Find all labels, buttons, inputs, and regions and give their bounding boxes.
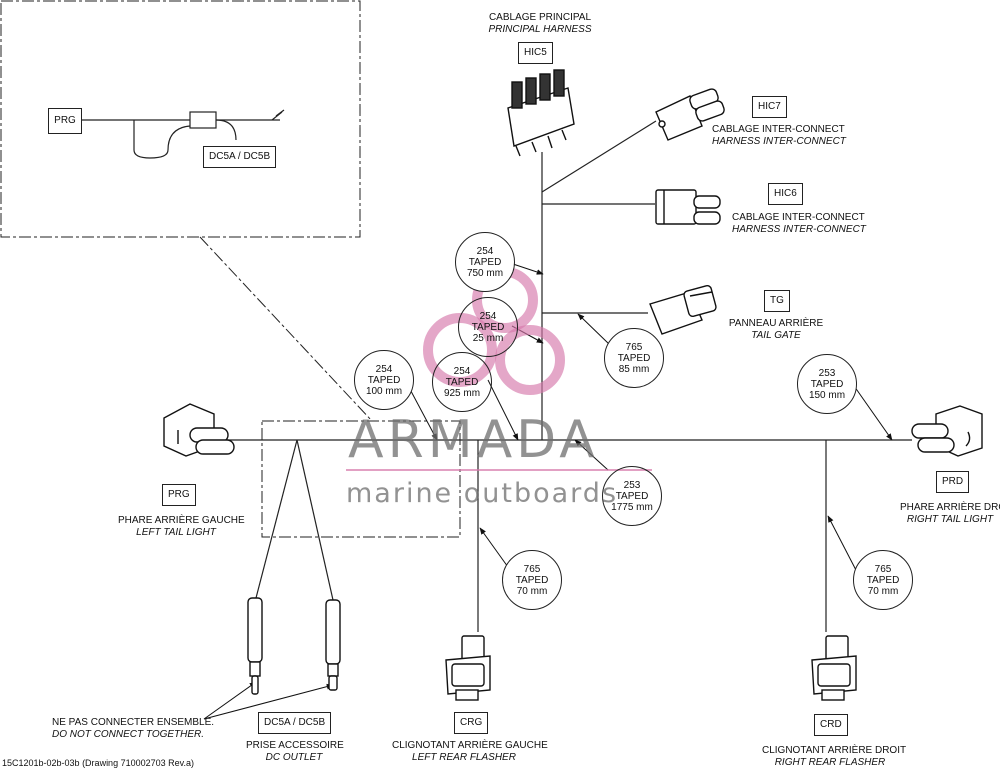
- watermark-brand: ARMADA: [348, 410, 599, 470]
- prg-connector-icon: [163, 403, 235, 457]
- hic6-connector-icon: [655, 189, 721, 225]
- inset-prg-label: PRG: [48, 108, 82, 134]
- hic6-code: HIC6: [768, 183, 803, 205]
- hic7-code: HIC7: [752, 96, 787, 118]
- watermark-tagline: marine outboards: [346, 478, 619, 509]
- tg-connector-icon: [649, 285, 717, 335]
- hic5-code: HIC5: [518, 42, 553, 64]
- crg-code: CRG: [454, 712, 489, 734]
- prd-connector-icon: [911, 405, 983, 457]
- outlet-area-frame: [261, 420, 461, 538]
- prd-code: PRD: [936, 471, 970, 493]
- inset-outlet-label: DC5A / DC5B: [203, 146, 277, 168]
- crg-connector-icon: [445, 635, 491, 701]
- crd-connector-icon: [811, 635, 857, 701]
- dc-code: DC5A / DC5B: [258, 712, 332, 734]
- drawing-code: 15C1201b-02b-03b (Drawing 710002703 Rev.…: [2, 758, 194, 768]
- do-not-connect-note: NE PAS CONNECTER ENSEMBLE.DO NOT CONNECT…: [52, 717, 215, 740]
- crd-code: CRD: [814, 714, 848, 736]
- prg-code: PRG: [162, 484, 196, 506]
- hic7-connector-icon: [655, 88, 725, 141]
- dc-outlet-tubes-icon: [247, 597, 341, 695]
- hic5-connector-icon: [507, 69, 575, 157]
- inset-frame: [0, 0, 361, 238]
- tg-code: TG: [764, 290, 790, 312]
